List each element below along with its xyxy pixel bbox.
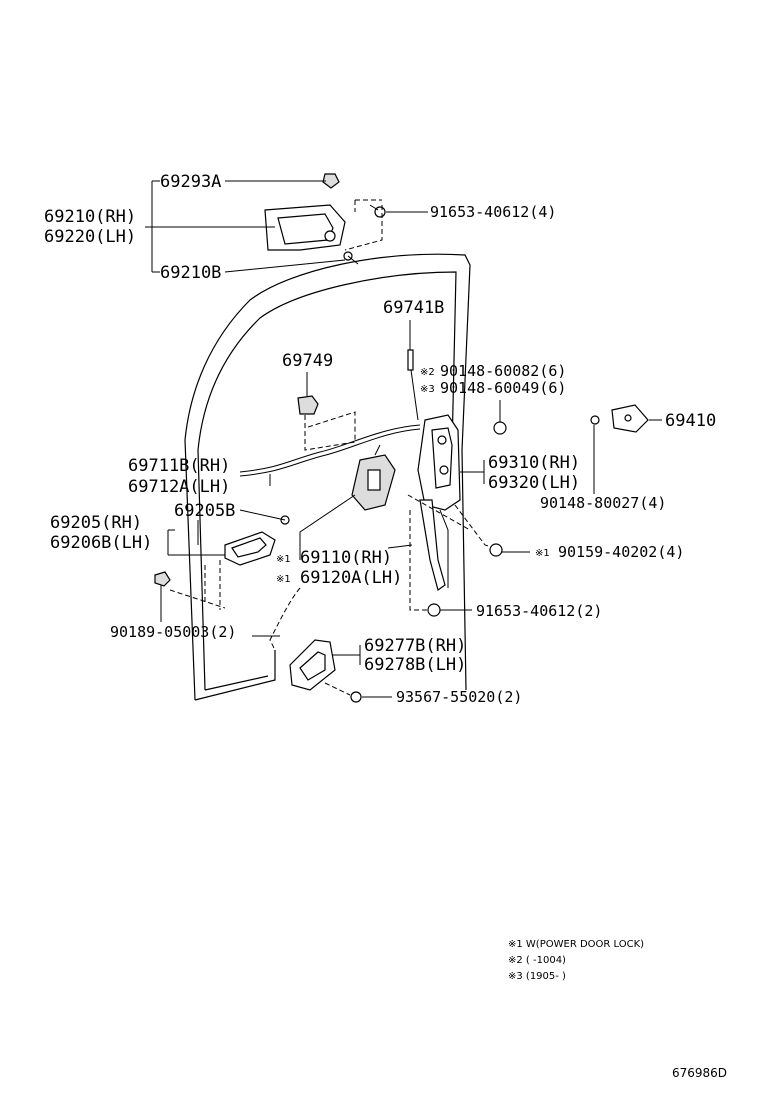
callout-69293a: 69293A xyxy=(160,172,221,192)
pin-69210b-part xyxy=(343,251,359,265)
callout-69205-rh: 69205(RH) xyxy=(50,513,142,533)
callout-69320-lh: 69320(LH) xyxy=(488,473,580,493)
callout-91653-40612-4: 91653-40612(4) xyxy=(430,203,556,221)
callout-69712a-lh: 69712A(LH) xyxy=(128,477,230,497)
callout-91653-40612-2: 91653-40612(2) xyxy=(476,602,602,620)
diagram-reference-code: 676986D xyxy=(672,1066,727,1080)
mark-1-69110: ※1 xyxy=(276,554,291,565)
outside-handle-part xyxy=(264,204,346,251)
legend-note-2: ※2 ( -1004) xyxy=(508,955,566,966)
callout-69206b-lh: 69206B(LH) xyxy=(50,533,152,553)
callout-69310-rh: 69310(RH) xyxy=(488,453,580,473)
screw-top-part xyxy=(369,204,386,218)
callout-69120a-lh: 69120A(LH) xyxy=(300,568,402,588)
inside-handle-part xyxy=(224,531,276,566)
callout-69220-lh: 69220(LH) xyxy=(44,227,136,247)
callout-69210b: 69210B xyxy=(160,263,221,283)
callout-93567-55020: 93567-55020(2) xyxy=(396,688,522,706)
screw-93567-part xyxy=(350,691,362,703)
door-frame-outline xyxy=(184,253,471,701)
callout-69278b-lh: 69278B(LH) xyxy=(364,655,466,675)
screw-90159-part xyxy=(489,543,503,557)
callout-69741b: 69741B xyxy=(383,298,444,318)
callout-69110-rh: 69110(RH) xyxy=(300,548,392,568)
callout-90159-40202: 90159-40202(4) xyxy=(558,543,684,561)
clip-90189-part xyxy=(154,571,171,587)
striker-69410-part xyxy=(611,404,649,433)
callout-90148-60082: 90148-60082(6) xyxy=(440,362,566,380)
callout-90189-05003: 90189-05003(2) xyxy=(110,623,236,641)
door-frame-inner xyxy=(197,271,457,691)
callout-69210-rh: 69210(RH) xyxy=(44,207,136,227)
callout-69749: 69749 xyxy=(282,351,333,371)
screw-90148-80027-part xyxy=(590,415,600,425)
callout-90148-80027: 90148-80027(4) xyxy=(540,494,666,512)
mark-1-69120a: ※1 xyxy=(276,574,291,585)
rod-69741b-part xyxy=(407,320,419,421)
callout-69410: 69410 xyxy=(665,411,716,431)
clip-69749-part xyxy=(297,372,319,415)
mark-3: ※3 xyxy=(420,384,435,395)
inside-bezel-part xyxy=(289,639,336,691)
callout-69277b-rh: 69277B(RH) xyxy=(364,636,466,656)
cable-69711b-part xyxy=(239,424,421,473)
callout-69711b-rh: 69711B(RH) xyxy=(128,456,230,476)
screw-91653-bottom-part xyxy=(427,603,441,617)
mark-1-90159: ※1 xyxy=(535,548,550,559)
legend-note-3: ※3 (1905- ) xyxy=(508,971,566,982)
legend-note-1: ※1 W(POWER DOOR LOCK) xyxy=(508,939,644,950)
callout-90148-60049: 90148-60049(6) xyxy=(440,379,566,397)
lock-actuator-part xyxy=(351,444,396,511)
callout-69205b: 69205B xyxy=(174,501,235,521)
screw-90148-60082-part xyxy=(493,400,507,435)
door-lock-assembly-part xyxy=(417,414,461,591)
mark-2: ※2 xyxy=(420,367,435,378)
door-bottom-edge xyxy=(194,650,276,701)
